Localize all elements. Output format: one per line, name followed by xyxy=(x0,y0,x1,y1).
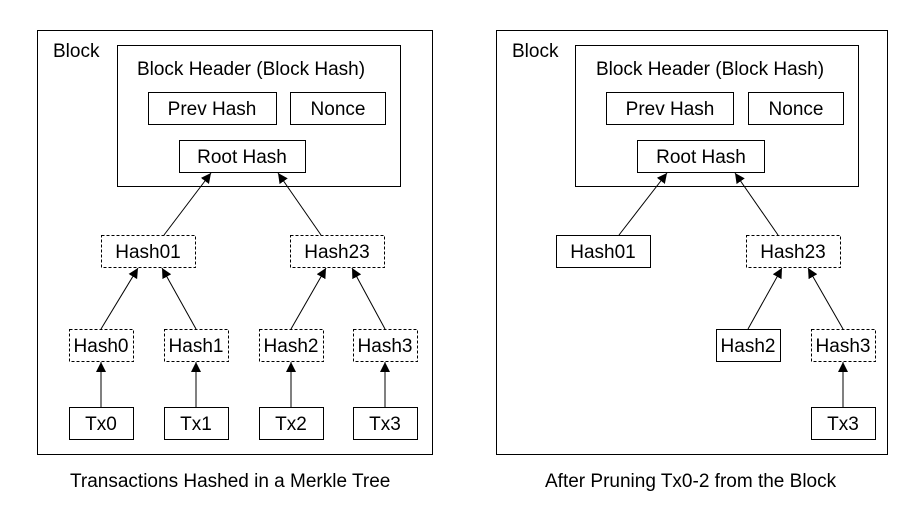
right-tx3-box xyxy=(811,407,876,440)
left-hash1-label: Hash1 xyxy=(169,336,224,357)
right-header-label: Block Header (Block Hash) xyxy=(596,59,824,80)
left-tx1-box xyxy=(164,407,229,440)
right-nonce-box xyxy=(748,92,844,125)
right-arrow-hash2-to-hash23 xyxy=(747,267,783,330)
left-nonce-label: Nonce xyxy=(311,99,366,120)
right-hash01-box xyxy=(556,235,651,268)
left-hash23-label: Hash23 xyxy=(304,242,370,263)
left-arrow-hash01-to-root xyxy=(163,172,212,236)
left-header-label: Block Header (Block Hash) xyxy=(137,59,365,80)
merkle-tree-diagram: Block Block Header (Block Hash) Prev Has… xyxy=(37,30,888,455)
left-tx3-label: Tx3 xyxy=(369,414,401,435)
left-arrow-hash2-to-hash23 xyxy=(290,267,327,330)
right-arrow-hash23-to-root xyxy=(734,172,779,236)
left-block-header-box xyxy=(117,45,401,187)
left-prev-hash-box xyxy=(148,92,277,125)
left-tx0-label: Tx0 xyxy=(85,414,117,435)
left-hash01-box xyxy=(101,235,196,268)
right-root-hash-box xyxy=(637,140,765,173)
left-hash23-box xyxy=(290,235,385,268)
left-hash2-label: Hash2 xyxy=(264,336,319,357)
left-arrow-hash3-to-hash23 xyxy=(351,267,386,330)
left-tx2-label: Tx2 xyxy=(275,414,307,435)
right-tx3-label: Tx3 xyxy=(827,414,859,435)
left-block-label: Block xyxy=(53,41,100,62)
right-hash2-box xyxy=(716,329,781,362)
left-hash0-box xyxy=(69,329,134,362)
left-block-frame xyxy=(37,30,433,455)
left-arrow-hash1-to-hash01 xyxy=(161,267,197,330)
left-root-hash-label: Root Hash xyxy=(197,147,287,168)
left-hash3-label: Hash3 xyxy=(358,336,413,357)
right-prev-hash-box xyxy=(606,92,734,125)
left-hash2-box xyxy=(259,329,324,362)
right-hash23-label: Hash23 xyxy=(760,242,826,263)
left-prev-hash-label: Prev Hash xyxy=(168,99,257,120)
left-tx1-label: Tx1 xyxy=(180,414,212,435)
right-hash01-label: Hash01 xyxy=(570,242,636,263)
left-hash01-label: Hash01 xyxy=(115,242,181,263)
right-root-hash-label: Root Hash xyxy=(656,147,746,168)
right-arrow-hash01-to-root xyxy=(618,172,668,236)
left-arrow-hash23-to-root xyxy=(277,172,322,236)
right-nonce-label: Nonce xyxy=(769,99,824,120)
left-hash0-label: Hash0 xyxy=(74,336,129,357)
right-hash23-box xyxy=(746,235,841,268)
right-block-header-box xyxy=(575,45,859,187)
right-hash3-label: Hash3 xyxy=(816,336,871,357)
left-root-hash-box xyxy=(179,140,306,173)
left-hash3-box xyxy=(353,329,418,362)
left-tx3-box xyxy=(353,407,418,440)
right-hash2-label: Hash2 xyxy=(721,336,776,357)
right-block-label: Block xyxy=(512,41,559,62)
left-hash1-box xyxy=(164,329,229,362)
right-caption: After Pruning Tx0-2 from the Block xyxy=(545,471,837,492)
right-arrow-hash3-to-hash23 xyxy=(807,267,844,330)
left-arrow-hash0-to-hash01 xyxy=(100,267,139,330)
left-caption: Transactions Hashed in a Merkle Tree xyxy=(70,471,391,492)
left-tx2-box xyxy=(259,407,324,440)
right-prev-hash-label: Prev Hash xyxy=(626,99,715,120)
right-hash3-box xyxy=(811,329,876,362)
left-tx0-box xyxy=(69,407,134,440)
left-nonce-box xyxy=(290,92,386,125)
right-block-frame xyxy=(496,30,888,455)
